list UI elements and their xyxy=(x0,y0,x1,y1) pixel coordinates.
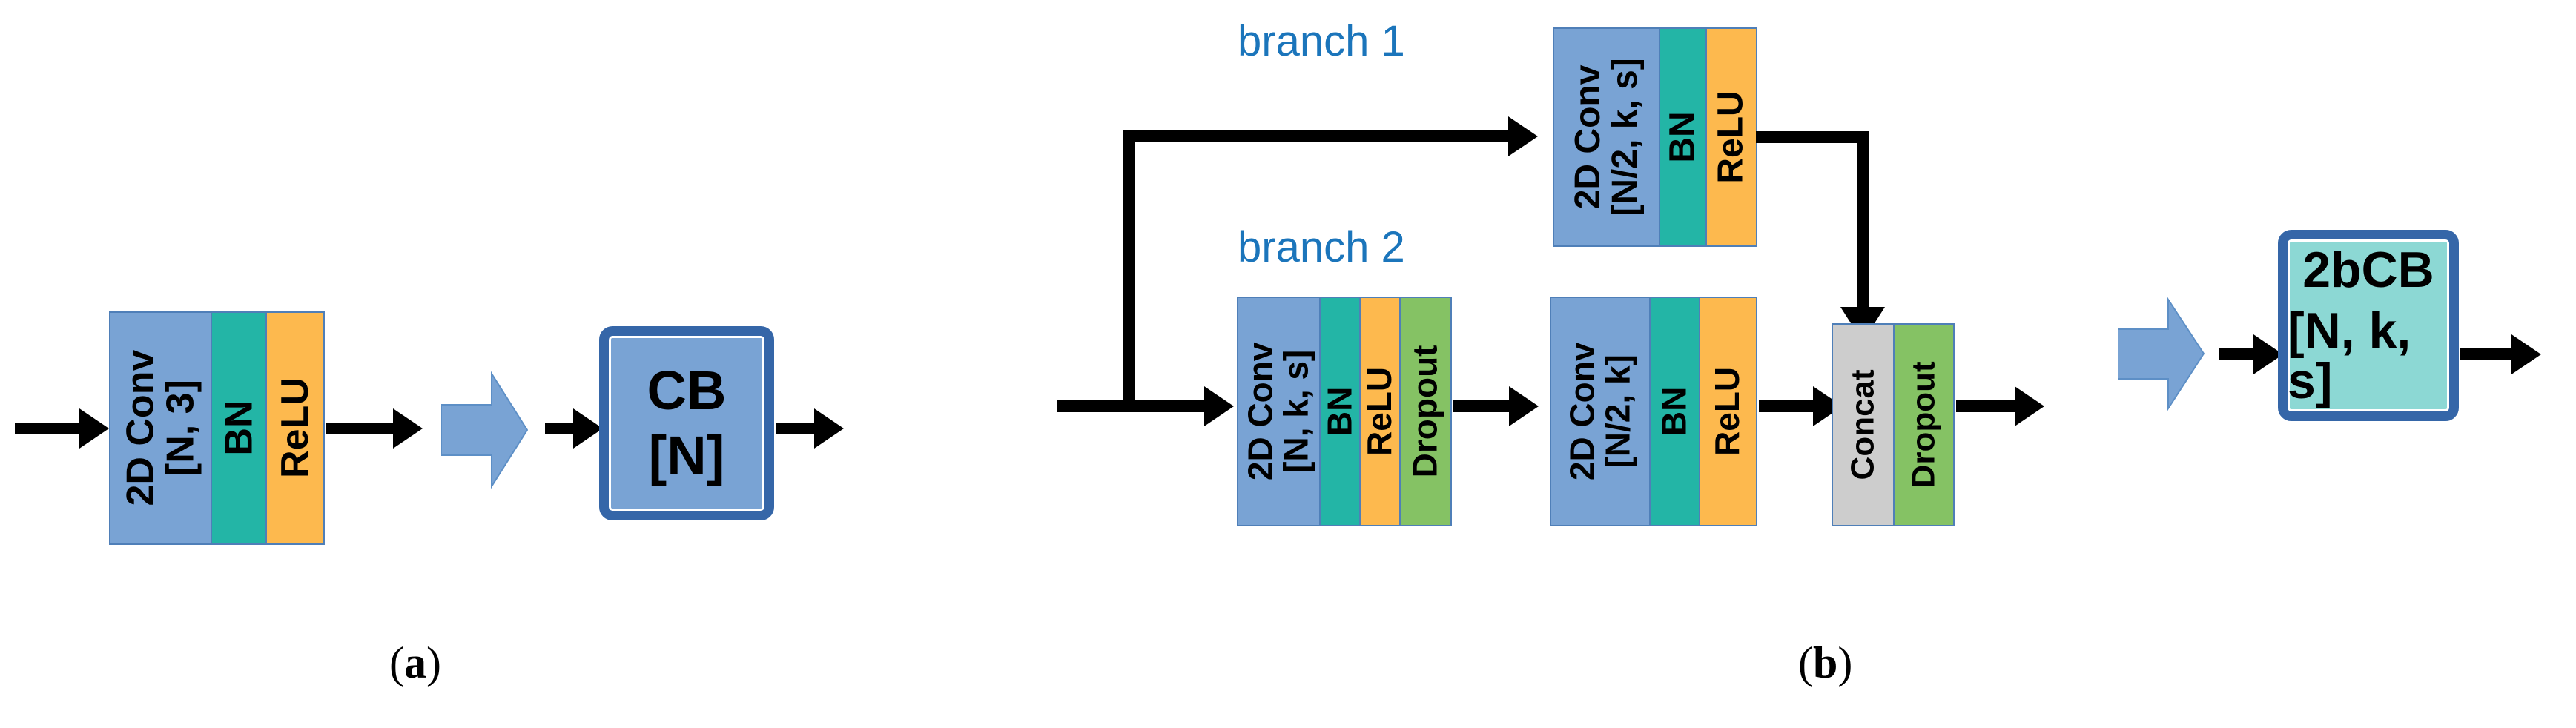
layer-activation-label: ReLU xyxy=(274,377,317,479)
branch-1-label: branch 1 xyxy=(1238,17,1405,65)
layer-conv-params: [N, 3] xyxy=(159,380,202,477)
branch2-b1-layer-dropout-label: Dropout xyxy=(1405,345,1444,478)
branch2-b1-layer-conv-params: [N, k, s] xyxy=(1276,349,1315,474)
branch2-b1-layer-dropout[interactable]: Dropout xyxy=(1399,298,1450,525)
branch2-b2-layer-activation[interactable]: ReLU xyxy=(1698,298,1756,525)
branch1-layer-conv-label: 2D Conv xyxy=(1568,64,1608,210)
panel-a-caption: (a) xyxy=(389,638,441,687)
panel-b-equivalence-block-arrow xyxy=(2118,297,2205,411)
branch1-layer-activation-label: ReLU xyxy=(1711,90,1751,184)
panel-b-branch1-lead xyxy=(1123,130,1508,142)
summary-block-cb[interactable]: CB [N] xyxy=(599,326,774,520)
layer-concat-label: Concat xyxy=(1844,369,1881,480)
branch2-b1-layer-batchnorm[interactable]: BN xyxy=(1318,298,1359,525)
branch2-b2-layer-conv-label: 2D Conv xyxy=(1562,342,1602,481)
summary-block-cb-params: [N] xyxy=(648,425,725,486)
branch2-b1-layer-conv[interactable]: 2D Conv [N, k, s] xyxy=(1238,298,1319,525)
layer-conv-label: 2D Conv xyxy=(119,350,162,506)
panel-b-merge-vertical xyxy=(1857,131,1869,323)
layer-activation[interactable]: ReLU xyxy=(265,313,323,543)
branch1-layer-activation[interactable]: ReLU xyxy=(1705,29,1756,245)
layer-merge-dropout-label: Dropout xyxy=(1905,361,1942,489)
summary-block-cb-name: CB xyxy=(647,360,727,421)
summary-block-2bcb-name: 2bCB xyxy=(2302,242,2434,298)
panel-b-merge-horizontal xyxy=(1756,131,1869,143)
branch2-b2-layer-batchnorm-label: BN xyxy=(1654,386,1694,437)
branch2-b1-layer-batchnorm-label: BN xyxy=(1319,386,1358,437)
branch1-layer-batchnorm-label: BN xyxy=(1662,111,1703,163)
layer-conv[interactable]: 2D Conv [N, 3] xyxy=(110,313,211,543)
panel-b-branch1-arrowhead xyxy=(1508,116,1538,156)
branch2-b2-layer-batchnorm[interactable]: BN xyxy=(1649,298,1699,525)
branch1-layer-conv[interactable]: 2D Conv [N/2, k, s] xyxy=(1554,29,1659,245)
summary-block-2bcb-params: [N, k, s] xyxy=(2288,302,2411,409)
panel-a-caption-letter: a xyxy=(403,638,426,687)
panel-b-split-riser xyxy=(1123,130,1135,412)
branch2-b2-layer-conv[interactable]: 2D Conv [N/2, k] xyxy=(1551,298,1650,525)
branch2-b2-layer-conv-params: [N/2, k] xyxy=(1598,354,1637,469)
panel-a-equivalence-block-arrow xyxy=(441,371,528,489)
branch2-conv-block-2[interactable]: 2D Conv [N/2, k] BN ReLU xyxy=(1550,297,1757,526)
panel-b-branch2-arrowhead xyxy=(1204,386,1234,426)
branch1-layer-conv-params: [N/2, k, s] xyxy=(1605,58,1645,216)
layer-batchnorm[interactable]: BN xyxy=(210,313,266,543)
panel-b-caption: (b) xyxy=(1798,638,1853,687)
conv-block-expanded[interactable]: 2D Conv [N, 3] BN ReLU xyxy=(109,311,325,545)
branch2-b1-layer-activation-label: ReLU xyxy=(1360,366,1399,457)
branch2-b1-layer-activation[interactable]: ReLU xyxy=(1359,298,1400,525)
layer-merge-dropout[interactable]: Dropout xyxy=(1893,325,1953,525)
concat-dropout-block[interactable]: Concat Dropout xyxy=(1832,323,1955,526)
panel-b-input-line xyxy=(1057,400,1135,412)
branch1-layer-batchnorm[interactable]: BN xyxy=(1659,29,1705,245)
panel-b-branch2-lead xyxy=(1123,400,1204,412)
branch2-b2-layer-activation-label: ReLU xyxy=(1708,366,1747,457)
branch2-conv-block-1[interactable]: 2D Conv [N, k, s] BN ReLU Dropout xyxy=(1237,297,1452,526)
layer-concat[interactable]: Concat xyxy=(1833,325,1893,525)
branch-2-label: branch 2 xyxy=(1238,223,1405,271)
branch2-b1-layer-conv-label: 2D Conv xyxy=(1241,342,1280,481)
panel-b-caption-letter: b xyxy=(1812,638,1838,687)
branch1-conv-block[interactable]: 2D Conv [N/2, k, s] BN ReLU xyxy=(1553,27,1757,247)
layer-batchnorm-label: BN xyxy=(217,400,261,457)
summary-block-2bcb[interactable]: 2bCB [N, k, s] xyxy=(2278,230,2459,421)
